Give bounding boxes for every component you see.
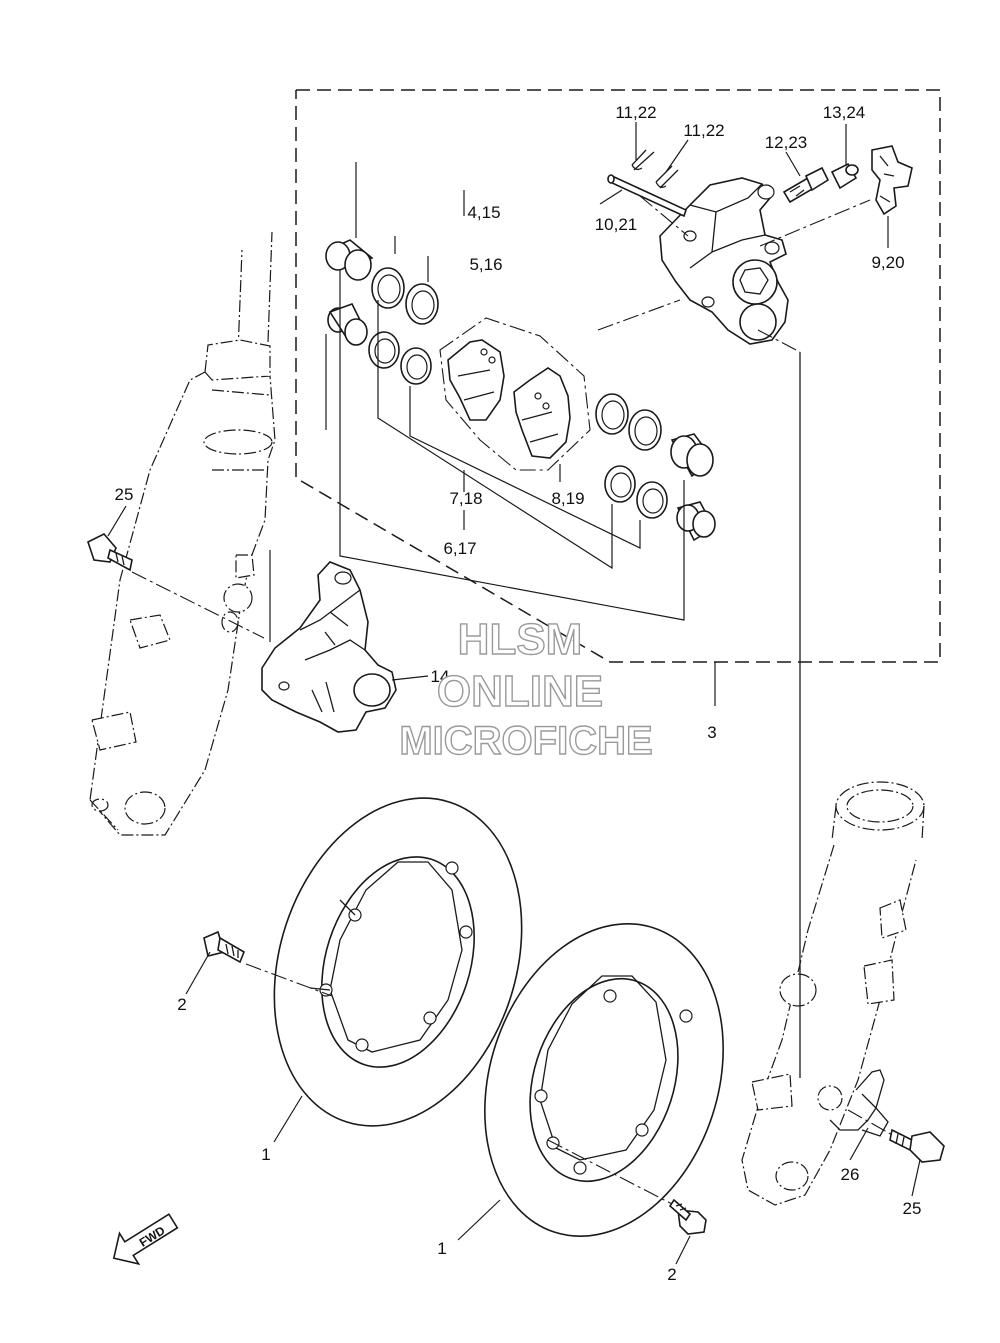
callout-8-19: 8,19: [551, 489, 584, 508]
axis-lines: [131, 195, 895, 1205]
piston-large-a: [325, 239, 374, 281]
callout-2-a: 2: [177, 995, 186, 1014]
callout-25-a: 25: [115, 485, 134, 504]
seal-d2: [636, 481, 668, 519]
bleed-screw: [782, 166, 830, 204]
callout-11-22-b: 11,22: [683, 121, 724, 140]
forward-arrow-icon: FWD: [112, 1213, 179, 1266]
brake-disc-a: [273, 797, 523, 1127]
seal-c1: [595, 393, 629, 435]
callout-1-b: 1: [437, 1239, 446, 1258]
caliper-assembly-boundary: [295, 89, 941, 663]
callout-25-b: 25: [903, 1199, 922, 1218]
callout-3: 3: [707, 723, 716, 742]
pin-clip-b: [655, 165, 679, 189]
callout-2-b: 2: [667, 1265, 676, 1284]
caliper-body-exploded: [659, 177, 789, 345]
seal-a1: [371, 267, 405, 309]
callout-1-a: 1: [261, 1145, 270, 1164]
watermark-line2: ONLINE: [437, 667, 603, 716]
pin-clip-a: [631, 149, 655, 171]
hose-clip: [829, 1069, 889, 1137]
callout-14: 14: [431, 667, 450, 686]
right-fork-tube: [741, 781, 925, 1206]
callout-9-20: 9,20: [871, 253, 904, 272]
watermark: HLSM ONLINE MICROFICHE: [399, 614, 654, 763]
piston-small-a: [327, 303, 368, 346]
callout-10-21: 10,21: [595, 215, 638, 234]
callout-11-22-a: 11,22: [615, 103, 656, 122]
piston-small-b: [676, 501, 716, 542]
brake-disc-b: [484, 923, 724, 1237]
left-fork-tube: [89, 231, 276, 836]
piston-large-b: [670, 433, 714, 478]
caliper-bolt-b: [889, 1128, 945, 1163]
brake-pad-b: [513, 367, 571, 459]
caliper-bolt-a: [87, 533, 133, 572]
callout-13-24: 13,24: [823, 103, 866, 122]
disc-bolt-b: [668, 1198, 707, 1235]
callout-12-23: 12,23: [765, 133, 808, 152]
callout-4-15: 4,15: [467, 203, 500, 222]
callout-leaders: [107, 122, 921, 1265]
watermark-line3: MICROFICHE: [399, 719, 652, 763]
callout-5-16: 5,16: [469, 255, 502, 274]
seal-b1: [368, 331, 400, 369]
callout-labels: 11,22 11,22 13,24 12,23 4,15 10,21 9,20 …: [115, 103, 922, 1284]
bleed-cap: [830, 162, 859, 190]
callout-6-17: 6,17: [443, 539, 476, 558]
brake-pad-a: [439, 317, 591, 471]
seal-a2: [405, 283, 439, 325]
pad-spring: [871, 145, 913, 216]
seal-b2: [400, 347, 432, 385]
watermark-line1: HLSM: [458, 615, 583, 664]
callout-26: 26: [841, 1165, 860, 1184]
pad-pin: [607, 174, 687, 218]
disc-bolt-a: [203, 930, 245, 964]
seal-d1: [604, 465, 636, 503]
caliper-assembled: [261, 561, 397, 733]
seal-c2: [628, 409, 662, 451]
callout-7-18: 7,18: [449, 489, 482, 508]
group-leader-lines: [325, 162, 685, 621]
